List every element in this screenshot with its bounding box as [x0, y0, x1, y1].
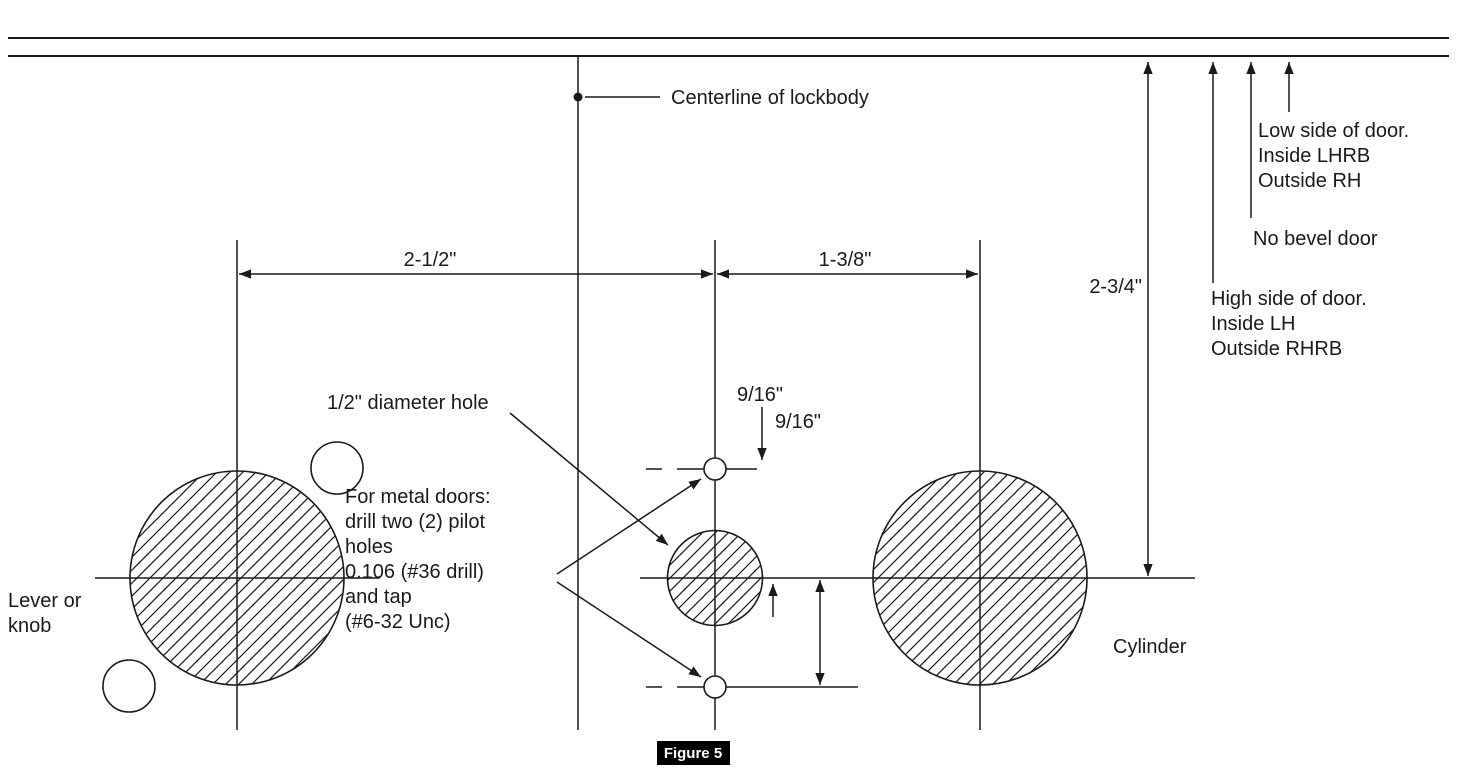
upper-pilot-offset-label: 9/16": [737, 384, 783, 406]
lever-knob-label: Lever or knob: [8, 590, 82, 637]
metal-doors-note-line: 0.106 (#36 drill): [345, 561, 484, 583]
low-side-note-line: Outside RH: [1258, 170, 1361, 192]
dimension-label-lever-to-hole: 2-1/2": [404, 249, 457, 271]
high-side-note-line: High side of door.: [1211, 288, 1367, 310]
lever-knob-label-line: knob: [8, 615, 51, 637]
dimension-label-hole-to-cylinder: 1-3/8": [819, 249, 872, 271]
pilot-hole-lower-left: [102, 659, 156, 713]
half-inch-hole: [666, 529, 764, 627]
low-side-note-line: Low side of door.: [1258, 120, 1409, 142]
figure-caption-background: [657, 741, 730, 765]
cylinder-hole: [872, 470, 1088, 686]
centerline-marker-dot: [573, 92, 583, 102]
door-edge-lines: [8, 37, 1449, 57]
figure-caption-label: Figure 5: [664, 745, 722, 762]
centerline-label: Centerline of lockbody: [671, 87, 869, 109]
lower-pilot-offset-label: 9/16": [775, 411, 821, 433]
high-side-note-line: Outside RHRB: [1211, 338, 1342, 360]
cylinder-label: Cylinder: [1113, 636, 1187, 658]
lower-pilot-hole: [703, 675, 727, 699]
half-inch-hole-leader-arrow: [509, 412, 669, 546]
metal-doors-note-line: (#6-32 Unc): [345, 611, 451, 633]
pilot-hole-upper-right: [310, 441, 364, 495]
lever-knob-label-line: Lever or: [8, 590, 82, 612]
metal-doors-note-line: For metal doors:: [345, 486, 491, 508]
low-side-note: Low side of door. Inside LHRB Outside RH: [1258, 120, 1409, 192]
high-side-note: High side of door. Inside LH Outside RHR…: [1211, 288, 1367, 360]
metal-doors-note-line: drill two (2) pilot: [345, 511, 485, 533]
lower-pilot-leader-arrow: [556, 581, 702, 678]
metal-doors-note: For metal doors: drill two (2) pilot hol…: [345, 486, 491, 633]
upper-pilot-hole: [703, 457, 727, 481]
high-side-note-line: Inside LH: [1211, 313, 1296, 335]
metal-doors-note-line: holes: [345, 536, 393, 558]
figure-caption-badge: Figure 5: [657, 741, 730, 765]
upper-pilot-leader-arrow: [556, 478, 702, 575]
low-side-note-line: Inside LHRB: [1258, 145, 1370, 167]
dimension-label-edge-to-centerline: 2-3/4": [1089, 276, 1142, 298]
metal-doors-note-line: and tap: [345, 586, 412, 608]
lever-knob-hole: [129, 470, 345, 686]
half-inch-hole-label: 1/2" diameter hole: [327, 392, 489, 414]
no-bevel-note: No bevel door: [1253, 228, 1378, 250]
